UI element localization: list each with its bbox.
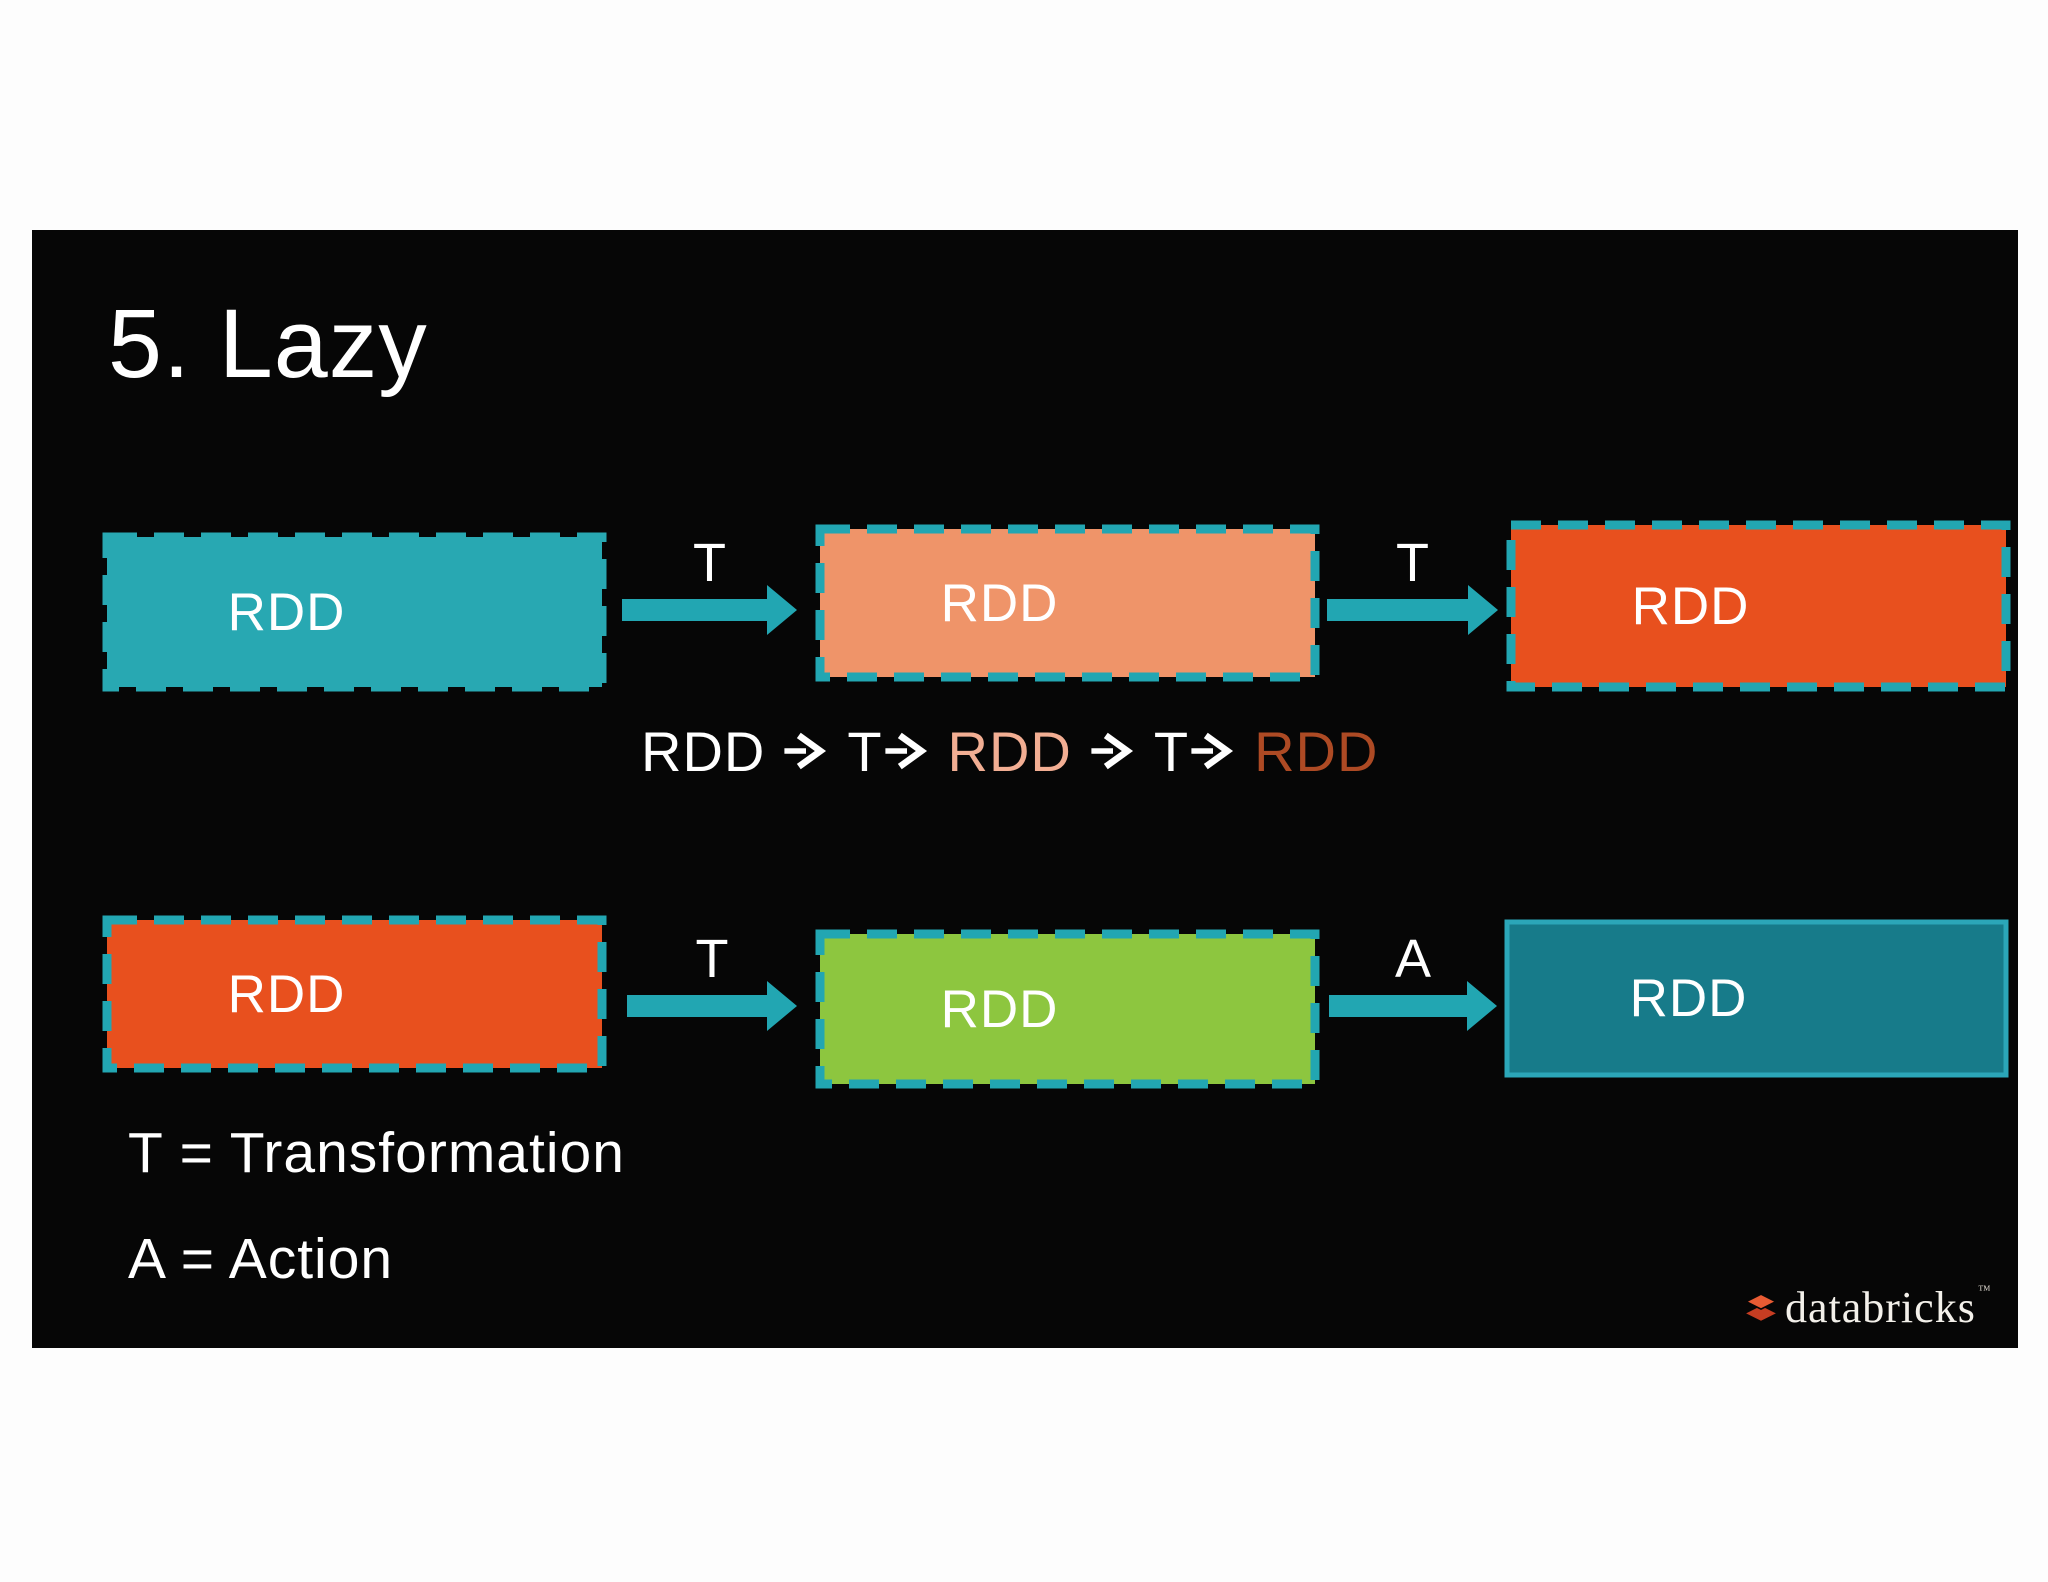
- box-label: RDD: [1631, 576, 1750, 636]
- arrow-label: T: [693, 533, 726, 593]
- slide: 5. Lazy RDD T RDD T: [32, 230, 2018, 1348]
- legend-transformation: T = Transformation: [128, 1121, 625, 1185]
- dashed-box-shape: [102, 532, 607, 692]
- formula-rdd-2: RDD: [947, 719, 1072, 783]
- dashed-box-shape: [102, 915, 607, 1073]
- arrow-label: A: [1394, 929, 1432, 989]
- right-arrow-icon: [1191, 732, 1234, 770]
- dashed-box-shape: [815, 929, 1320, 1089]
- transform-arrow-row2-1: T: [627, 929, 797, 1031]
- block-arrow-right-icon: [1329, 981, 1497, 1031]
- transform-arrow-row1-2: T: [1327, 533, 1498, 635]
- transform-arrow-row1-1: T: [622, 533, 797, 635]
- action-arrow-row2-2: A: [1329, 929, 1497, 1031]
- arrow-label: T: [1396, 533, 1429, 593]
- rdd-box-row2-source: RDD: [102, 915, 607, 1073]
- databricks-bricks-icon: [1744, 1292, 1778, 1321]
- legend-action: A = Action: [128, 1227, 394, 1291]
- box-label: RDD: [1629, 969, 1748, 1028]
- solid-box-shape: [1504, 919, 2009, 1078]
- right-arrow-icon: [1091, 732, 1133, 770]
- box-label: RDD: [940, 573, 1059, 633]
- dashed-box-shape: [815, 524, 1320, 682]
- lineage-formula: RDD T RDD T RDD: [632, 719, 1387, 783]
- box-label: RDD: [227, 582, 346, 642]
- rdd-box-row2-result: RDD: [1504, 919, 2009, 1078]
- formula-rdd-1: RDD: [641, 719, 766, 783]
- block-arrow-right-icon: [1327, 585, 1498, 635]
- rdd-box-row1-mid: RDD: [815, 524, 1320, 682]
- block-arrow-right-icon: [622, 585, 797, 635]
- rdd-box-row2-mid: RDD: [815, 929, 1320, 1089]
- formula-rdd-3: RDD: [1254, 719, 1379, 783]
- trademark-symbol: ™: [1977, 1282, 1992, 1297]
- right-arrow-icon: [784, 732, 827, 770]
- right-arrow-icon: [884, 732, 927, 770]
- formula-t-1: T: [847, 719, 883, 783]
- rdd-box-row1-result: RDD: [1506, 520, 2011, 692]
- box-label: RDD: [940, 979, 1059, 1039]
- box-label: RDD: [227, 964, 346, 1024]
- block-arrow-right-icon: [627, 981, 797, 1031]
- slide-title: 5. Lazy: [108, 289, 428, 398]
- arrow-label: T: [695, 929, 729, 989]
- rdd-box-row1-source: RDD: [102, 532, 607, 692]
- dashed-box-shape: [1506, 520, 2011, 692]
- formula-t-2: T: [1153, 719, 1190, 783]
